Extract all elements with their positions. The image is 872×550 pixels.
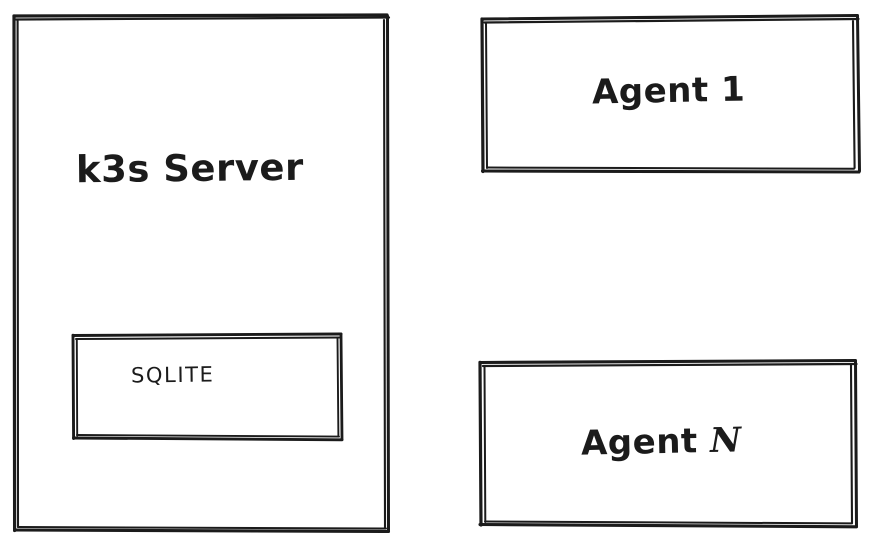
k3s-server-box[interactable] [12, 13, 391, 534]
agent-1-box[interactable] [480, 13, 861, 174]
sqlite-box[interactable] [71, 332, 344, 442]
agent-n-box[interactable] [478, 358, 859, 529]
